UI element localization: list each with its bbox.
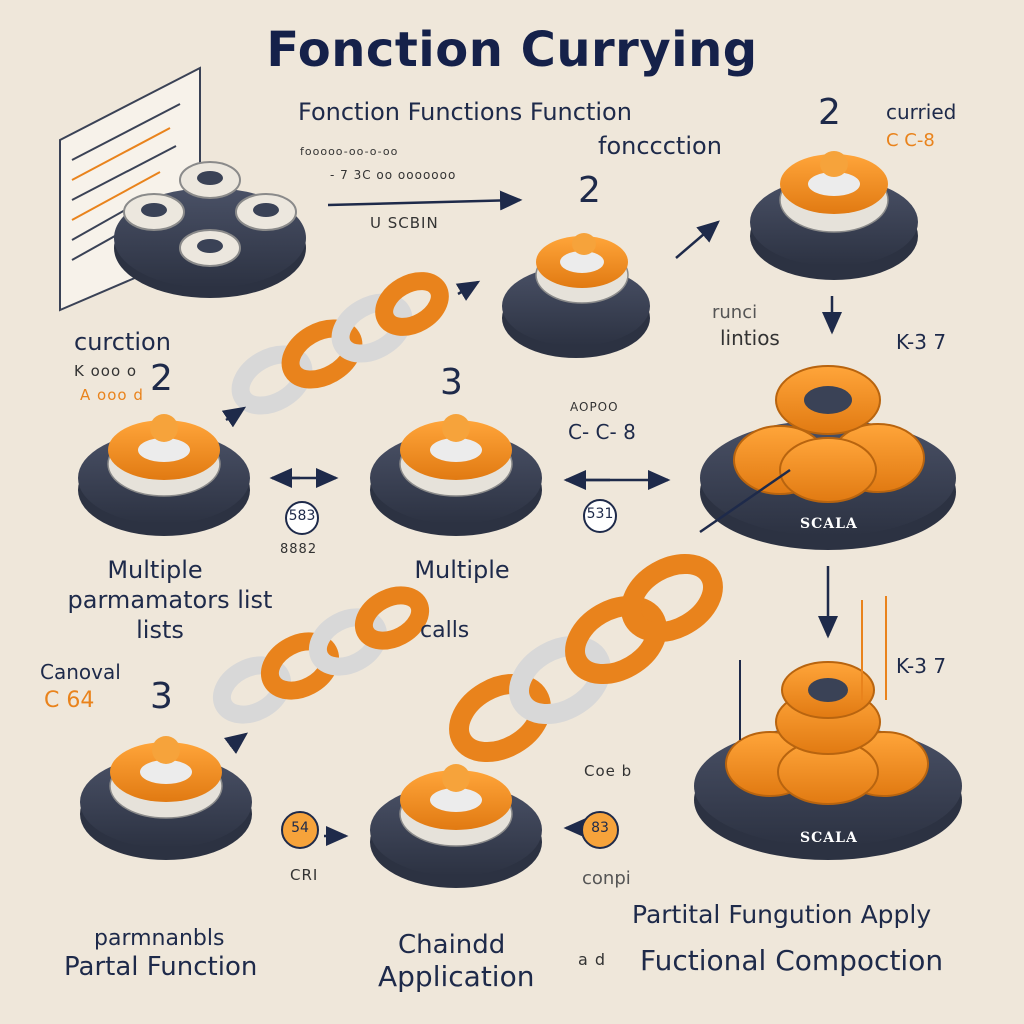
canoval-label: Canoval <box>40 660 121 684</box>
code-mid2: C- C- 8 <box>568 420 636 444</box>
code-mid1: AOPOO <box>570 400 619 414</box>
disc-ring-top-right <box>750 151 918 280</box>
calls-label: calls <box>420 618 470 643</box>
canoval-small: C 64 <box>44 688 95 713</box>
chain-lower-left <box>212 586 430 724</box>
chained-label2: Application <box>378 960 535 993</box>
arrow-k3-lower: K-3 7 <box>896 654 947 678</box>
flow-arrows <box>221 190 842 846</box>
curction-small1: K ooo o <box>74 362 138 380</box>
code-snippet-top: fooooo-oo-o-oo <box>300 145 399 158</box>
subtitle-line2: fonccction <box>598 132 722 160</box>
and-small: a d <box>578 950 607 969</box>
bubble-mid-text: 83 <box>591 820 609 836</box>
step-number-top-right: 2 <box>818 92 841 133</box>
ring-stack-lower <box>694 661 962 860</box>
lower-code: Coe b <box>584 762 633 780</box>
params-list-left1: parmamators list <box>67 586 273 614</box>
under-bubble-label: CRI <box>290 866 319 884</box>
chain-upper <box>231 272 449 415</box>
value-bubbles <box>281 499 619 849</box>
bubble-583-text: 583 <box>288 508 316 524</box>
bubble-left-text: 54 <box>291 820 309 836</box>
four-ring-disc <box>114 161 306 298</box>
connector-lines <box>739 596 887 740</box>
functional-comp-label: Fuctional Compoction <box>640 944 944 977</box>
subtitle-line1: Fonction Functions Function <box>298 98 632 126</box>
disc-ring-mid-left <box>78 414 250 536</box>
step-number-center: 3 <box>440 362 463 403</box>
params-list-left2: lists <box>136 616 184 644</box>
curried-small: C C-8 <box>886 130 935 151</box>
chained-label1: Chaindd <box>398 930 506 960</box>
curction-label: curction <box>74 328 171 356</box>
page-title: Fonction Currying <box>266 22 758 78</box>
conp-label: conpi <box>582 868 631 889</box>
scala-lower: SCALA <box>800 830 858 846</box>
step-number-top-mid: 2 <box>578 170 601 211</box>
disc-ring-low-center <box>370 764 542 888</box>
disc-ring-low-left <box>80 736 252 860</box>
scbin-label: U SCBIN <box>370 214 439 232</box>
disc-ring-top-mid <box>502 233 650 358</box>
curried-label: curried <box>886 100 957 124</box>
multiple-left-label: Multiple <box>107 556 203 584</box>
disc-ring-mid-center <box>370 414 542 536</box>
params-bottom1: parmnanbls <box>94 926 225 951</box>
bubble-583-sub: 8882 <box>280 542 318 557</box>
partial-apply-label: Partital Fungution Apply <box>632 900 932 929</box>
bubble-531-text: 531 <box>586 506 614 522</box>
lintios-label1: runci <box>712 302 758 323</box>
chain-lower-right <box>449 553 723 763</box>
step-number-lower-left: 3 <box>150 676 173 717</box>
scala-upper: SCALA <box>800 516 858 532</box>
ring-stack-upper <box>700 365 956 550</box>
lintios-label2: lintios <box>720 326 780 350</box>
step-number-left: 2 <box>150 358 173 399</box>
params-bottom2: Partal Function <box>64 952 258 982</box>
arrow-k3-upper: K-3 7 <box>896 330 947 354</box>
code-snippet-top2: - 7 3C oo ooooooo <box>330 168 457 182</box>
curction-small2: A ooo d <box>80 386 144 404</box>
multiple-mid-label: Multiple <box>414 556 510 584</box>
